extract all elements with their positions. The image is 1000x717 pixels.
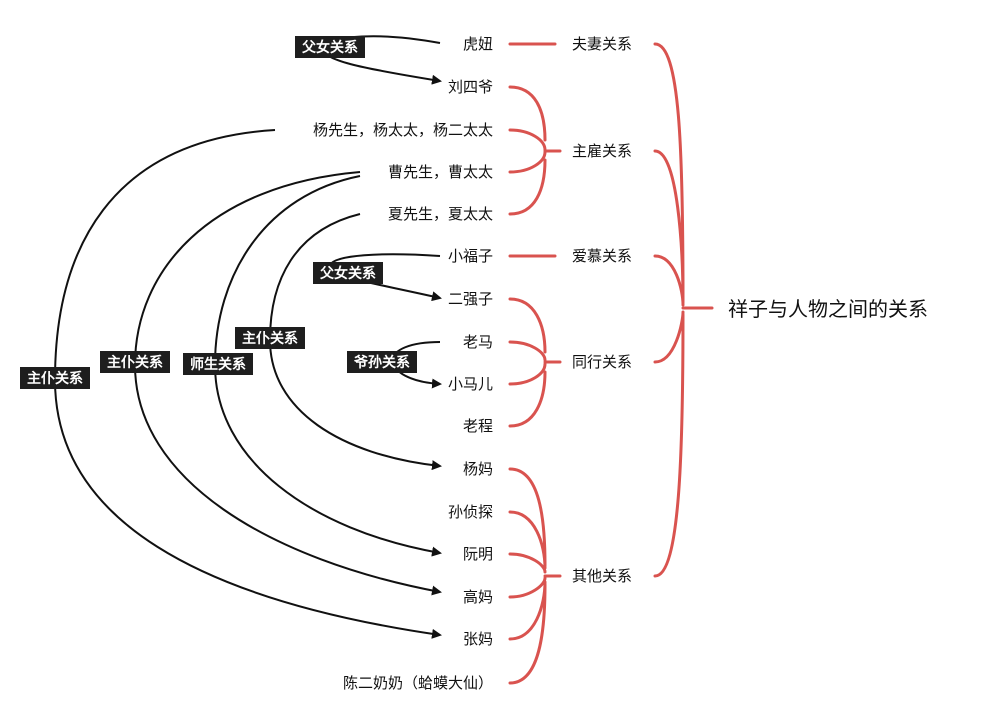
bracket-peer	[508, 297, 562, 428]
person-xia-family: 夏先生，夏太太	[388, 205, 493, 223]
svg-text:师生关系: 师生关系	[190, 356, 246, 373]
bracket-employer	[508, 85, 562, 216]
tag-master-servant-yang: 主仆关系	[20, 367, 90, 389]
tag-father-daughter-xiao: 父女关系	[313, 262, 383, 284]
person-liusiye: 刘四爷	[448, 78, 493, 96]
category-love: 爱慕关系	[572, 247, 632, 265]
root-title: 祥子与人物之间的关系	[728, 297, 928, 321]
person-zhangma: 张妈	[463, 630, 493, 648]
person-ruanming: 阮明	[463, 545, 493, 563]
category-peer: 同行关系	[572, 353, 632, 371]
person-cao-family: 曹先生，曹太太	[388, 163, 493, 181]
tag-teacher-student: 师生关系	[183, 353, 253, 375]
tag-master-servant-xia: 主仆关系	[235, 327, 305, 349]
person-yangma: 杨妈	[463, 460, 493, 478]
category-other: 其他关系	[572, 567, 632, 585]
person-sunzhentan: 孙侦探	[448, 503, 493, 521]
tag-father-daughter-liu: 父女关系	[295, 36, 365, 58]
category-employer: 主雇关系	[572, 142, 632, 160]
bracket-root	[653, 42, 714, 578]
person-laocheng: 老程	[463, 417, 493, 435]
svg-text:主仆关系: 主仆关系	[242, 330, 298, 347]
person-erqiangzi: 二强子	[448, 290, 493, 308]
svg-text:主仆关系: 主仆关系	[107, 354, 163, 371]
person-xiaomaer: 小马儿	[448, 375, 493, 393]
person-laoma: 老马	[463, 333, 493, 351]
arrow-cao-gaoma	[133, 171, 442, 596]
category-couple: 夫妻关系	[572, 35, 632, 53]
bracket-other	[508, 467, 562, 685]
person-chenernainai: 陈二奶奶（蛤蟆大仙）	[343, 674, 493, 692]
tag-grandpa-grandson: 爷孙关系	[347, 351, 417, 373]
person-gaoma: 高妈	[463, 588, 493, 606]
svg-text:主仆关系: 主仆关系	[27, 370, 83, 387]
arrow-yang-zhangma	[53, 129, 442, 639]
svg-text:爷孙关系: 爷孙关系	[354, 354, 410, 371]
tag-master-servant-cao: 主仆关系	[100, 351, 170, 373]
svg-text:父女关系: 父女关系	[301, 39, 358, 56]
person-xiaofuzi: 小福子	[448, 247, 493, 265]
svg-text:父女关系: 父女关系	[319, 265, 376, 282]
person-huniu: 虎妞	[463, 35, 493, 53]
person-yang-family: 杨先生，杨太太，杨二太太	[313, 121, 493, 139]
